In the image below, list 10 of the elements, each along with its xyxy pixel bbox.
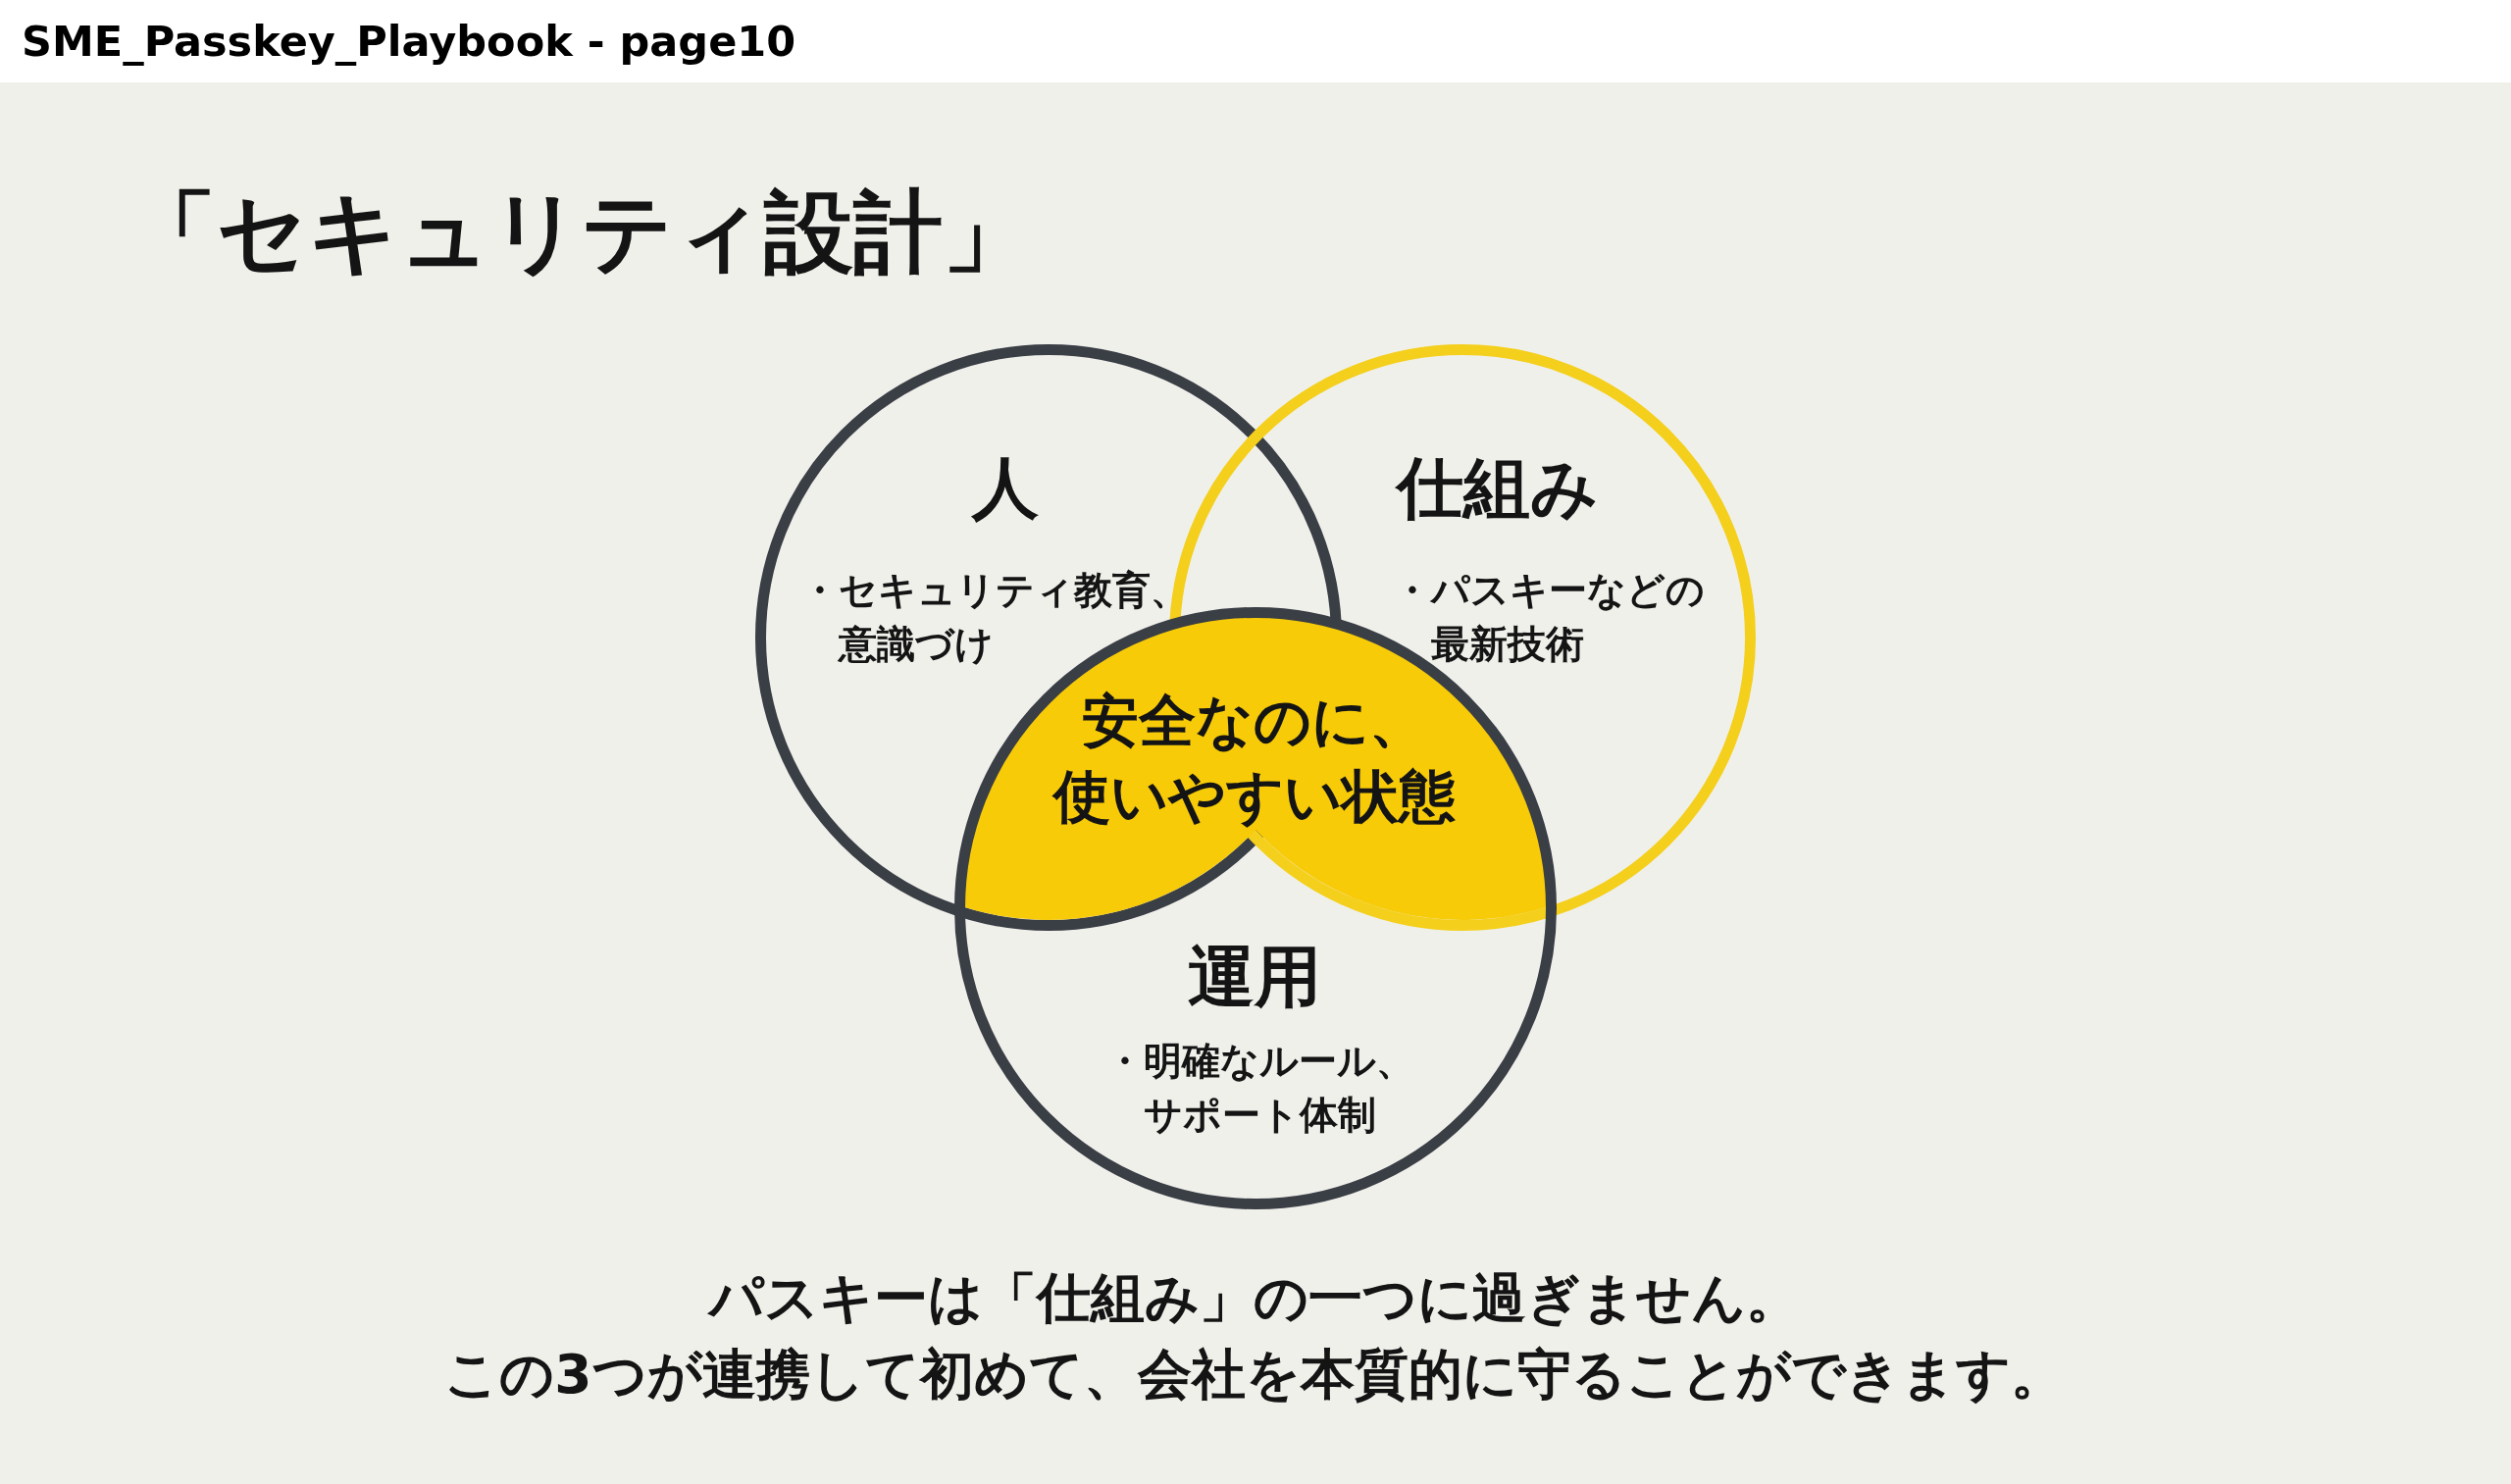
page-header-text: SME_Passkey_Playbook - page10 [22,16,796,67]
circle-heading: 運用 [1188,938,1321,1016]
slide-title: 「セキュリティ設計」 [128,179,1032,285]
bullet-text: ・明確なルール、サポート体制 [1105,1038,1415,1139]
caption-text: パスキーは「仕組み」の一つに過ぎません。この3つが連携して初めて、会社を本質的に守ることができます。 [443,1265,2066,1407]
bullet-text: ・セキュリティ教育、意識づけ [800,567,1190,668]
bullet-text: ・パスキーなどの最新技術 [1393,567,1706,668]
circle-heading: 人 [972,449,1039,528]
circle-heading: 仕組み [1397,449,1599,528]
center-text: 安全なのに、使いやすい状態 [1051,687,1457,832]
